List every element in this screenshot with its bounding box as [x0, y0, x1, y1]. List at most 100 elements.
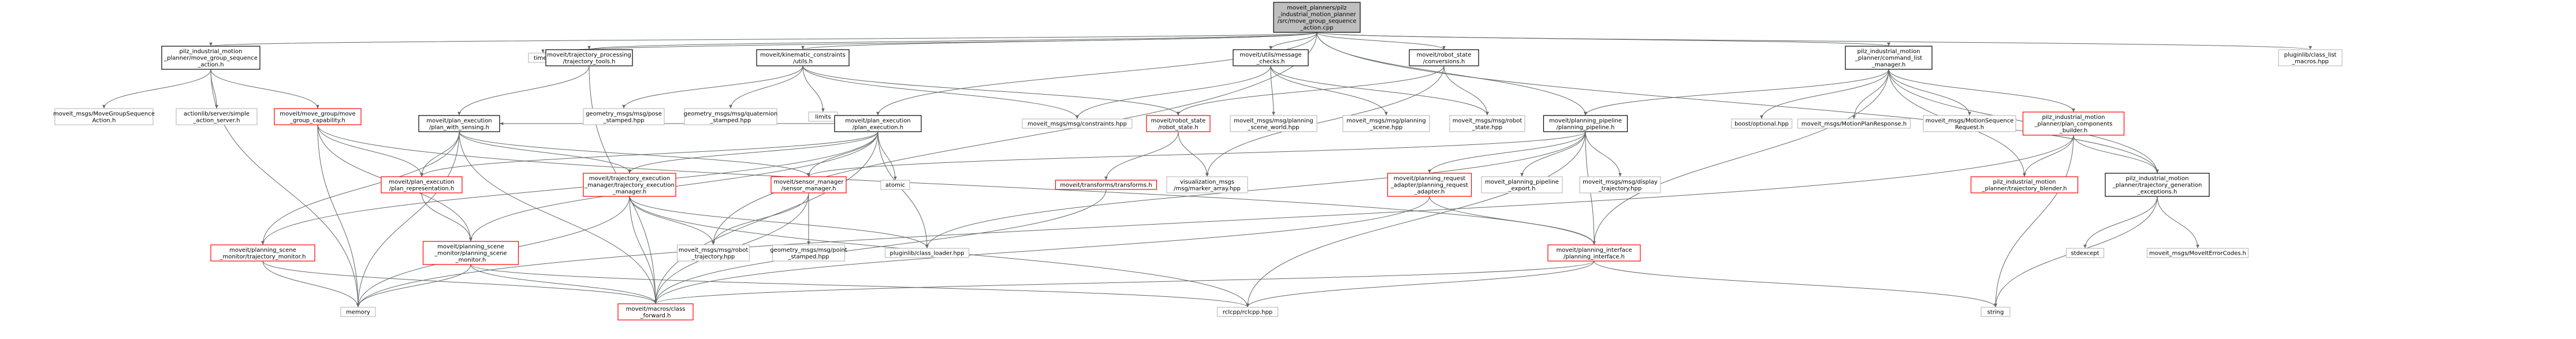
node-box [1481, 176, 1563, 193]
node-tge[interactable]: pilz_industrial_motion_planner/trajector… [2105, 173, 2210, 197]
node-label-line: moveit/planning_pipeline [1549, 118, 1622, 124]
node-label-line: moveit_planners/pilz [1287, 5, 1347, 11]
node-box [1543, 115, 1628, 132]
node-move-group-cap[interactable]: moveit/move_group/move_group_capability.… [274, 108, 362, 125]
node-root[interactable]: moveit_planners/pilz_industrial_motion_p… [1273, 2, 1361, 33]
node-label-line: /utils.h [793, 58, 813, 65]
edge-layer [102, 32, 2312, 308]
edge-n_tem-to-n_class_fwd [629, 196, 657, 304]
node-box [1409, 49, 1479, 66]
node-box [1342, 115, 1430, 132]
node-robot-state-hpp[interactable]: moveit_msgs/msg/robot_state.hpp [1449, 115, 1525, 132]
node-label-line: _manager.h [612, 189, 647, 195]
edge-n_cmd_list-to-n_planning_iface [1592, 69, 1889, 245]
node-label-line: _planner/trajectory_generation [2112, 182, 2202, 189]
node-string[interactable]: string [1981, 307, 2011, 317]
node-msg-checks[interactable]: moveit/utils/message_checks.h [1233, 49, 1309, 66]
edge-n_robot_state_conv-to-n_robot_state_h [1177, 65, 1445, 116]
node-constraints-hpp[interactable]: moveit_msgs/msg/constraints.hpp [1022, 118, 1133, 129]
node-plan-exec[interactable]: moveit/plan_execution/plan_execution.h [834, 115, 922, 132]
node-label-line: atomic [885, 182, 905, 189]
node-pluginlib-macros[interactable]: pluginlib/class_list_macros.hpp [2278, 49, 2343, 66]
edge-n_traj_proc-to-n_pe_sensing [457, 65, 590, 116]
node-limits[interactable]: limits [808, 111, 838, 122]
edge-n_traj_monitor-to-n_memory [262, 260, 360, 308]
node-quaternion[interactable]: geometry_msgs/msg/quaternion_stamped.hpp [684, 108, 777, 125]
node-robot-state-h[interactable]: moveit/robot_state/robot_state.h [1146, 115, 1211, 132]
node-cmd-list[interactable]: pilz_industrial_motion_planner/command_l… [1845, 46, 1933, 70]
node-box [1216, 307, 1279, 317]
node-box [1730, 118, 1793, 129]
node-box [1022, 118, 1133, 129]
node-pose-stamped[interactable]: geometry_msgs/msg/pose_stamped.hpp [583, 108, 665, 125]
node-label-line: pilz_industrial_motion [1857, 49, 1920, 55]
edge-n_plan_exec-to-n_traj_monitor [261, 131, 878, 245]
node-psm[interactable]: moveit/planning_scene_monitor/planning_s… [422, 241, 519, 265]
node-box [1981, 307, 2011, 317]
node-traj-monitor[interactable]: moveit/planning_scene_monitor/trajectory… [210, 244, 315, 262]
node-pra[interactable]: moveit/planning_request_adapter/planning… [1387, 173, 1472, 197]
node-label-line: _builder.h [2059, 128, 2087, 134]
edge-n_cmd_list-to-n_pp [1584, 69, 1889, 116]
node-action-h[interactable]: pilz_industrial_motion_planner/move_grou… [161, 46, 260, 70]
node-point-stamped[interactable]: geometry_msgs/msg/point_stamped.hpp [770, 244, 847, 262]
node-plan-comp[interactable]: pilz_industrial_motion_planner/plan_comp… [2022, 111, 2125, 136]
node-planning-scene-world[interactable]: moveit_msgs/msg/planning_scene_world.hpp [1230, 115, 1317, 132]
node-box [2105, 173, 2210, 197]
node-label-line: _forward.h [640, 312, 671, 319]
node-transforms[interactable]: moveit/transforms/transforms.h [1055, 180, 1157, 190]
node-label-line: _trajectory.hpp [691, 254, 735, 260]
edge-n_msg_checks-to-n_planning_scene_hpp [1270, 65, 1388, 116]
node-display-traj[interactable]: moveit_msgs/msg/display_trajectory.hpp [1579, 176, 1661, 193]
edge-root-to-n_pp [1316, 32, 1587, 116]
node-pp-export[interactable]: moveit_planning_pipeline_export.h [1481, 176, 1563, 193]
node-label-line: pluginlib/class_loader.hpp [890, 251, 965, 257]
edge-n_tem-to-n_robot_traj [629, 196, 715, 245]
edge-n_plan_comp-to-n_string [1994, 135, 2074, 308]
edge-n_kin_constr-to-n_limits [802, 65, 825, 113]
node-kin-constr[interactable]: moveit/kinematic_constraints/utils.h [756, 49, 850, 66]
node-actionlib[interactable]: actionlib/server/simple_action_server.h [176, 108, 258, 125]
node-tem[interactable]: moveit/trajectory_execution_manager/traj… [583, 173, 676, 197]
node-label-line: /plan_with_sensing.h [429, 124, 489, 131]
node-label-line: _adapter.h [1414, 189, 1445, 195]
node-box [1146, 115, 1211, 132]
node-label-line: /msg/marker_array.hpp [1174, 185, 1241, 192]
node-memory[interactable]: memory [340, 307, 376, 317]
node-pe-sensing[interactable]: moveit/plan_execution/plan_with_sensing.… [418, 115, 500, 132]
edge-root-to-n_robot_state_conv [1316, 32, 1446, 50]
edge-n_psm-to-n_rclcpp [470, 264, 1249, 308]
node-plan-repr[interactable]: moveit/plan_execution/plan_representatio… [381, 176, 463, 193]
node-planning-scene-hpp[interactable]: moveit_msgs/msg/planning_scene.hpp [1342, 115, 1430, 132]
node-pp[interactable]: moveit/planning_pipeline/planning_pipeli… [1543, 115, 1628, 132]
node-atomic[interactable]: atomic [880, 180, 910, 190]
node-label-line: _action.h [197, 62, 224, 68]
node-label-line: moveit/move_group/move [280, 111, 355, 117]
node-traj-proc[interactable]: moveit/trajectory_processing/trajectory_… [545, 49, 633, 66]
node-class-loader[interactable]: pluginlib/class_loader.hpp [884, 248, 970, 258]
node-box [54, 108, 154, 125]
node-error-codes[interactable]: moveit_msgs/MoveItErrorCodes.h [2146, 248, 2249, 258]
node-planning-iface[interactable]: moveit/planning_interface/planning_inter… [1547, 244, 1641, 262]
node-rclcpp[interactable]: rclcpp/rclcpp.hpp [1216, 307, 1279, 317]
node-label-line: moveit_msgs/msg/planning [1234, 118, 1313, 124]
edge-root-to-n_traj_proc [587, 32, 1317, 50]
node-label-line: /robot_state.h [1158, 124, 1198, 131]
node-traj-blender[interactable]: pilz_industrial_motion_planner/trajector… [1970, 176, 2079, 193]
node-label-line: _adapter/planning_request [1390, 182, 1468, 189]
edge-n_tem-to-n_class_loader [629, 196, 929, 249]
node-box [884, 248, 970, 258]
node-marker[interactable]: visualization_msgs/msg/marker_array.hpp [1166, 176, 1248, 193]
edge-n_cmd_list-to-n_boost_opt [1760, 69, 1889, 120]
node-sensor[interactable]: moveit/sensor_manager/sensor_manager.h [770, 176, 847, 193]
node-class-fwd[interactable]: moveit/macros/class_forward.h [617, 303, 694, 321]
node-robot-state-conv[interactable]: moveit/robot_state/conversions.h [1409, 49, 1479, 66]
node-label-line: rclcpp/rclcpp.hpp [1223, 310, 1272, 316]
node-robot-traj[interactable]: moveit_msgs/msg/robot_trajectory.hpp [676, 244, 750, 262]
edge-n_plan_exec-to-n_plan_repr [420, 131, 878, 177]
node-stdexcept[interactable]: stdexcept [2065, 248, 2105, 258]
node-boost-opt[interactable]: boost/optional.hpp [1730, 118, 1793, 129]
node-mpr[interactable]: moveit_msgs/MotionPlanResponse.h [1797, 118, 1911, 129]
